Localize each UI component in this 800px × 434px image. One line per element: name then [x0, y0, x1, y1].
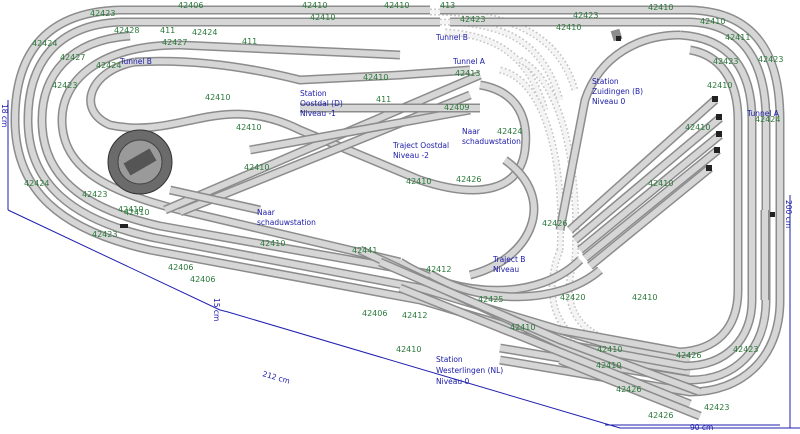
label-naar-1: Naar	[462, 127, 481, 136]
piece-number: 42410	[596, 361, 621, 370]
piece-number: 42410	[648, 3, 673, 12]
piece-number: 42409	[444, 103, 469, 112]
label-station-oostdal-name: Oostdal (D)	[300, 99, 343, 108]
label-tunnel-a-mid: Tunnel A	[452, 57, 486, 66]
piece-number: 42426	[456, 175, 481, 184]
piece-number: 42423	[460, 15, 485, 24]
piece-number: 42410	[244, 163, 269, 172]
label-station-westerlingen-level: Niveau 0	[436, 377, 469, 386]
label-traject-b: Traject B	[492, 255, 525, 264]
piece-number: 42410	[302, 1, 327, 10]
piece-number: 413	[440, 1, 455, 10]
label-tunnel-a-right: Tunnel A	[746, 109, 780, 118]
label-traject-oostdal: Traject Oostdal	[392, 141, 449, 150]
piece-number: 42426	[648, 411, 673, 420]
piece-number: 42424	[32, 39, 57, 48]
piece-number: 42406	[190, 275, 215, 284]
piece-number: 411	[376, 95, 391, 104]
piece-number: 42427	[60, 53, 85, 62]
piece-number: 42410	[700, 17, 725, 26]
piece-number: 42410	[632, 293, 657, 302]
piece-number: 42426	[616, 385, 641, 394]
piece-number: 42424	[24, 179, 49, 188]
piece-number: 42426	[676, 351, 701, 360]
piece-number: 42423	[92, 230, 117, 239]
piece-number: 42410	[396, 345, 421, 354]
piece-number: 42424	[192, 28, 217, 37]
piece-numbers: 42406 42410 42410 413 42423 42428 411 42…	[24, 1, 783, 420]
label-station-zuidingen: Station	[592, 77, 619, 86]
piece-number: 42423	[90, 9, 115, 18]
label-station-oostdal: Station	[300, 89, 327, 98]
label-schaduwstation-1: schaduwstation	[462, 137, 521, 146]
piece-number: 42423	[704, 403, 729, 412]
piece-number: 411	[242, 37, 257, 46]
piece-number: 42423	[52, 81, 77, 90]
label-tunnel-b-top: Tunnel B	[435, 33, 468, 42]
piece-number: 42424	[96, 61, 121, 70]
piece-number: 42410	[236, 123, 261, 132]
piece-number: 42410	[260, 239, 285, 248]
piece-number: 42428	[114, 26, 139, 35]
label-station-oostdal-level: Niveau -1	[300, 109, 336, 118]
piece-number: 42424	[497, 127, 522, 136]
piece-number: 42410	[124, 208, 149, 217]
dim-15: 15 cm	[212, 298, 221, 321]
piece-number: 42410	[205, 93, 230, 102]
piece-number: 42410	[384, 1, 409, 10]
piece-number: 42412	[426, 265, 451, 274]
piece-number: 42406	[362, 309, 387, 318]
buffer-stops	[120, 36, 775, 228]
piece-number: 42410	[597, 345, 622, 354]
piece-number: 42410	[707, 81, 732, 90]
label-station-zuidingen-name: Zuidingen (B)	[592, 87, 643, 96]
label-traject-oostdal-level: Niveau -2	[393, 151, 429, 160]
piece-number: 42441	[352, 246, 377, 255]
piece-number: 42423	[758, 55, 783, 64]
visible-tracks	[10, 5, 785, 421]
dim-212: 212 cm	[261, 369, 291, 385]
piece-number: 411	[160, 26, 175, 35]
piece-number: 42426	[542, 219, 567, 228]
piece-number: 42410	[510, 323, 535, 332]
baseboard-outline	[7, 100, 800, 429]
label-naar-2: Naar	[257, 208, 276, 217]
piece-number: 42413	[455, 69, 480, 78]
piece-number: 42410	[310, 13, 335, 22]
piece-number: 42410	[363, 73, 388, 82]
piece-number: 42410	[685, 123, 710, 132]
piece-number: 42410	[118, 205, 143, 214]
label-station-zuidingen-level: Niveau 0	[592, 97, 625, 106]
piece-number: 42411	[725, 33, 750, 42]
piece-number: 42423	[82, 190, 107, 199]
piece-number: 42406	[178, 1, 203, 10]
label-schaduwstation-2: schaduwstation	[257, 218, 316, 227]
turntable	[107, 129, 173, 195]
piece-number: 42410	[648, 179, 673, 188]
area-labels: Tunnel B Tunnel B Tunnel A Tunnel A Stat…	[119, 33, 780, 386]
piece-number: 42427	[162, 38, 187, 47]
label-traject-b-level: Niveau	[493, 265, 519, 274]
label-tunnel-b-left: Tunnel B	[119, 57, 152, 66]
label-station-westerlingen: Station	[436, 355, 463, 364]
dim-18: 18 cm	[0, 104, 9, 127]
piece-number: 42420	[560, 293, 585, 302]
piece-number: 42410	[556, 23, 581, 32]
piece-number: 42410	[406, 177, 431, 186]
label-station-westerlingen-name: Westerlingen (NL)	[436, 366, 503, 375]
dim-200: 200 cm	[784, 200, 793, 228]
piece-number: 42424	[755, 115, 780, 124]
piece-number: 42423	[713, 57, 738, 66]
piece-number: 42412	[402, 311, 427, 320]
dim-90: 90 cm	[690, 423, 713, 432]
piece-number: 42423	[573, 11, 598, 20]
piece-number: 42406	[168, 263, 193, 272]
piece-number: 42423	[733, 345, 758, 354]
piece-number: 42425	[478, 295, 503, 304]
